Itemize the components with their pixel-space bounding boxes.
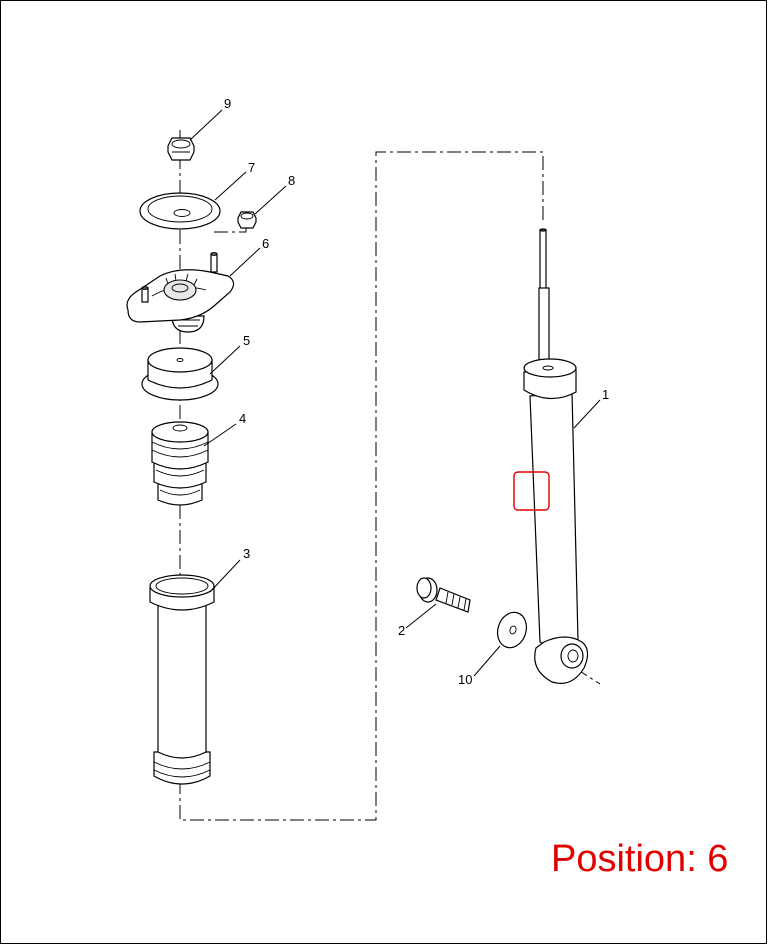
callout-8: 8 bbox=[288, 173, 295, 188]
part-3-dust-boot[interactable] bbox=[149, 574, 215, 785]
part-4-bump-stop[interactable] bbox=[151, 421, 209, 506]
part-2-bolt[interactable] bbox=[416, 577, 471, 613]
part-7-mount-washer[interactable] bbox=[139, 192, 221, 230]
callout-6: 6 bbox=[262, 236, 269, 251]
callout-2: 2 bbox=[398, 623, 405, 638]
part-8-nut[interactable] bbox=[237, 211, 257, 229]
position-label: Position: 6 bbox=[551, 838, 729, 880]
callout-5: 5 bbox=[243, 333, 250, 348]
callout-3: 3 bbox=[243, 546, 250, 561]
part-9-nut[interactable] bbox=[167, 137, 195, 161]
callout-10: 10 bbox=[458, 672, 472, 687]
part-6-strut-mount[interactable] bbox=[126, 252, 235, 333]
callout-9: 9 bbox=[224, 96, 231, 111]
part-10-washer[interactable] bbox=[493, 609, 531, 652]
highlight-box bbox=[513, 471, 550, 511]
leader-lines bbox=[189, 109, 601, 677]
part-1-shock-absorber[interactable] bbox=[523, 228, 589, 684]
callout-4: 4 bbox=[239, 411, 246, 426]
callout-1: 1 bbox=[602, 387, 609, 402]
callout-7: 7 bbox=[248, 160, 255, 175]
part-5-cap[interactable] bbox=[141, 347, 219, 401]
